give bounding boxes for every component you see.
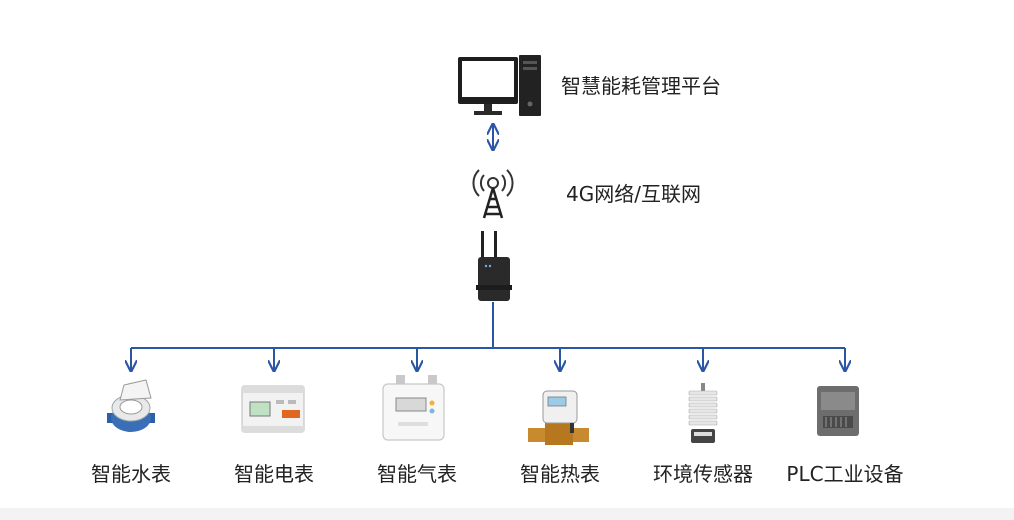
network-label: 4G网络/互联网 [566, 182, 701, 206]
bottom-band [0, 508, 1014, 520]
device-label-water-meter: 智能水表 [91, 462, 171, 486]
device-label-electric-meter: 智能电表 [234, 462, 314, 486]
water-meter-icon [107, 379, 155, 432]
electric-meter-icon [241, 385, 305, 433]
device-label-heat-meter: 智能热表 [520, 462, 600, 486]
signal-tower-icon [472, 169, 514, 219]
device-label-gas-meter: 智能气表 [377, 462, 457, 486]
computer-icon [458, 55, 541, 116]
gas-meter-icon [382, 375, 445, 441]
device-label-environment-sensor: 环境传感器 [653, 462, 753, 486]
plc-device-icon [817, 386, 859, 436]
device-label-plc-device: PLC工业设备 [786, 462, 904, 486]
environment-sensor-icon [688, 383, 718, 443]
gateway-router-icon [476, 231, 512, 301]
platform-label: 智慧能耗管理平台 [561, 74, 721, 98]
heat-meter-icon [528, 390, 589, 445]
